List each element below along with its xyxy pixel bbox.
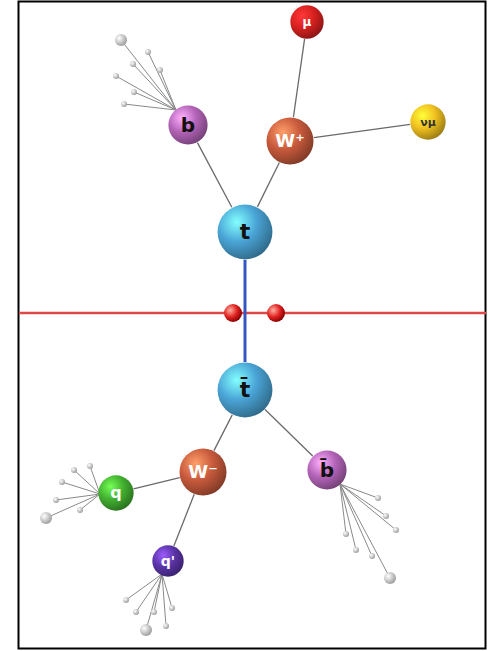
particle-ball: t [217, 204, 273, 260]
jet-particle [131, 89, 137, 95]
jet-track [162, 574, 166, 626]
jet-particle [151, 609, 157, 615]
particle-ball: q [98, 475, 134, 511]
jet-particle [115, 34, 127, 46]
jet-track [80, 494, 100, 510]
jet-track [340, 484, 346, 534]
jet-track [136, 574, 162, 612]
jet-track [154, 574, 162, 612]
particle-label: μ [303, 16, 312, 28]
jet-particle [393, 527, 399, 533]
ball-fill [266, 117, 313, 164]
b-bar-jet [340, 484, 396, 578]
jet-track [126, 574, 162, 600]
beam-particle [267, 304, 285, 322]
jet-track [90, 466, 100, 494]
particle-label: νμ [420, 117, 436, 128]
jet-track [121, 40, 176, 110]
jet-particle [375, 495, 381, 501]
decay-line [174, 494, 194, 546]
jet-particle [343, 531, 349, 537]
particle-ball: t̄ [217, 362, 273, 418]
jet-particle [353, 547, 359, 553]
jet-particle [121, 101, 127, 107]
q-prime-jet [126, 574, 172, 630]
decay-line [133, 478, 179, 489]
jet-track [340, 484, 356, 550]
decay-line [257, 163, 279, 207]
ball-fill [168, 105, 207, 144]
jet-particle [113, 73, 119, 79]
jet-particle [384, 572, 396, 584]
jet-particle [145, 49, 151, 55]
jet-particle [140, 624, 152, 636]
jet-track [148, 52, 176, 110]
jet-track [340, 484, 378, 498]
particle-ball: b [168, 105, 208, 145]
ball-fill [98, 475, 133, 510]
jet-track [340, 484, 396, 530]
decay-line [265, 410, 313, 456]
particle-ball: b̄ [307, 450, 347, 490]
jet-track [124, 104, 176, 110]
q-jet [46, 466, 100, 518]
jet-track [46, 494, 100, 518]
particle-ball: μ [290, 5, 324, 39]
particle-label: W⁺ [275, 132, 304, 150]
jet-track [62, 482, 100, 494]
jet-particle [77, 507, 83, 513]
jet-track [340, 484, 390, 578]
propagator-line [244, 260, 247, 362]
jet-track [133, 64, 176, 110]
particle-label: t̄ [240, 379, 251, 401]
beam-particle [224, 304, 242, 322]
jet-particle [383, 513, 389, 519]
jet-particle [369, 553, 375, 559]
jet-particle [163, 623, 169, 629]
particle-ball: νμ [410, 104, 446, 140]
ball-fill [218, 363, 273, 418]
ball-fill [307, 450, 346, 489]
b-bar-jet-balls [343, 495, 399, 584]
jet-particle [169, 605, 175, 611]
decay-line [314, 124, 410, 137]
b-jet-balls [113, 34, 163, 107]
jet-particle [130, 61, 136, 67]
jet-particle [71, 467, 77, 473]
ball-fill [152, 545, 183, 576]
jet-particle [40, 512, 52, 524]
particle-ball: W⁺ [266, 117, 314, 165]
jet-particle [157, 67, 163, 73]
jet-particle [87, 463, 93, 469]
decay-line [214, 415, 232, 451]
ball-fill [179, 448, 226, 495]
jet-track [146, 574, 162, 630]
particle-ball: q' [152, 545, 184, 577]
particle-label: q [110, 485, 121, 501]
q-jet-balls [40, 463, 93, 524]
particle-ball: W⁻ [179, 448, 227, 496]
particle-label: q' [161, 554, 175, 568]
frame-border [19, 2, 486, 649]
ball-fill [290, 5, 323, 38]
jet-track [116, 76, 176, 110]
jet-particle [123, 597, 129, 603]
particle-label: b̄ [320, 460, 334, 480]
particle-label: W⁻ [188, 463, 217, 481]
particle-label: t [240, 221, 251, 243]
particle-label: b [181, 115, 195, 135]
jet-particle [133, 609, 139, 615]
decay-line [293, 39, 304, 117]
beam-line [19, 312, 486, 315]
ball-fill [410, 104, 445, 139]
b-jet [116, 40, 176, 110]
jet-particle [53, 497, 59, 503]
q-prime-jet-balls [123, 597, 175, 636]
decay-line [197, 143, 231, 208]
ball-fill [218, 205, 273, 260]
jet-particle [59, 479, 65, 485]
